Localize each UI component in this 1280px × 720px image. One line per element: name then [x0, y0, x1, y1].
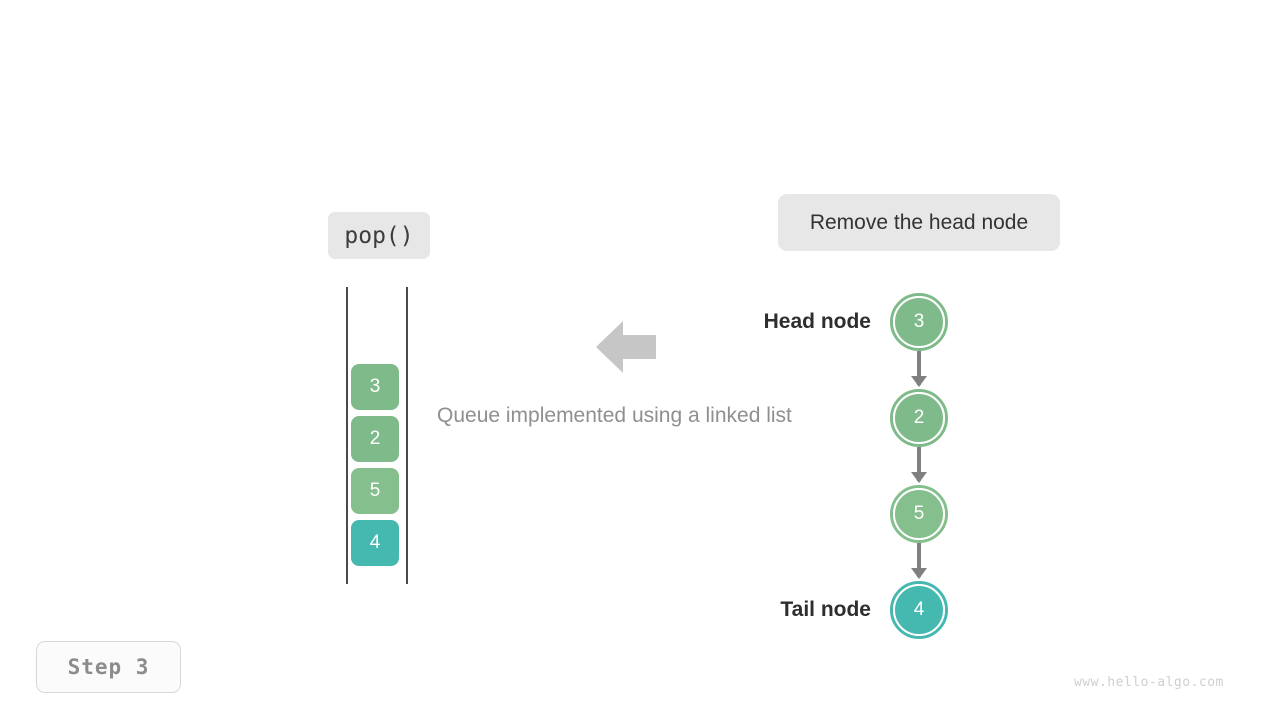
diagram-caption: Queue implemented using a linked list — [437, 404, 792, 427]
left-arrow-glyph — [596, 321, 656, 373]
linked-list: 3 2 5 4 — [860, 280, 980, 650]
queue-item: 4 — [351, 520, 399, 566]
queue-rail-right — [406, 287, 408, 584]
queue-item: 5 — [351, 468, 399, 514]
operation-method-label: pop() — [328, 212, 430, 259]
queue-rail-left — [346, 287, 348, 584]
list-node: 2 — [890, 389, 948, 447]
tail-node-label: Tail node — [780, 598, 871, 621]
queue-item: 2 — [351, 416, 399, 462]
queue-container: 3 2 5 4 — [345, 287, 409, 584]
list-node: 3 — [890, 293, 948, 351]
list-node-body: 4 — [893, 584, 945, 636]
site-watermark: www.hello-algo.com — [1074, 675, 1224, 690]
step-badge: Step 3 — [36, 641, 181, 693]
left-arrow-icon — [596, 321, 656, 373]
list-node-body: 3 — [893, 296, 945, 348]
queue-item-list: 3 2 5 4 — [351, 364, 403, 566]
link-arrowhead-icon — [911, 472, 927, 483]
link-arrowhead-icon — [911, 568, 927, 579]
list-node: 5 — [890, 485, 948, 543]
link-line — [917, 543, 921, 577]
link-arrowhead-icon — [911, 376, 927, 387]
link-line — [917, 351, 921, 385]
list-node-body: 2 — [893, 392, 945, 444]
list-node-body: 5 — [893, 488, 945, 540]
head-node-label: Head node — [763, 310, 871, 333]
link-line — [917, 447, 921, 481]
queue-item: 3 — [351, 364, 399, 410]
operation-description-label: Remove the head node — [778, 194, 1060, 251]
list-node: 4 — [890, 581, 948, 639]
